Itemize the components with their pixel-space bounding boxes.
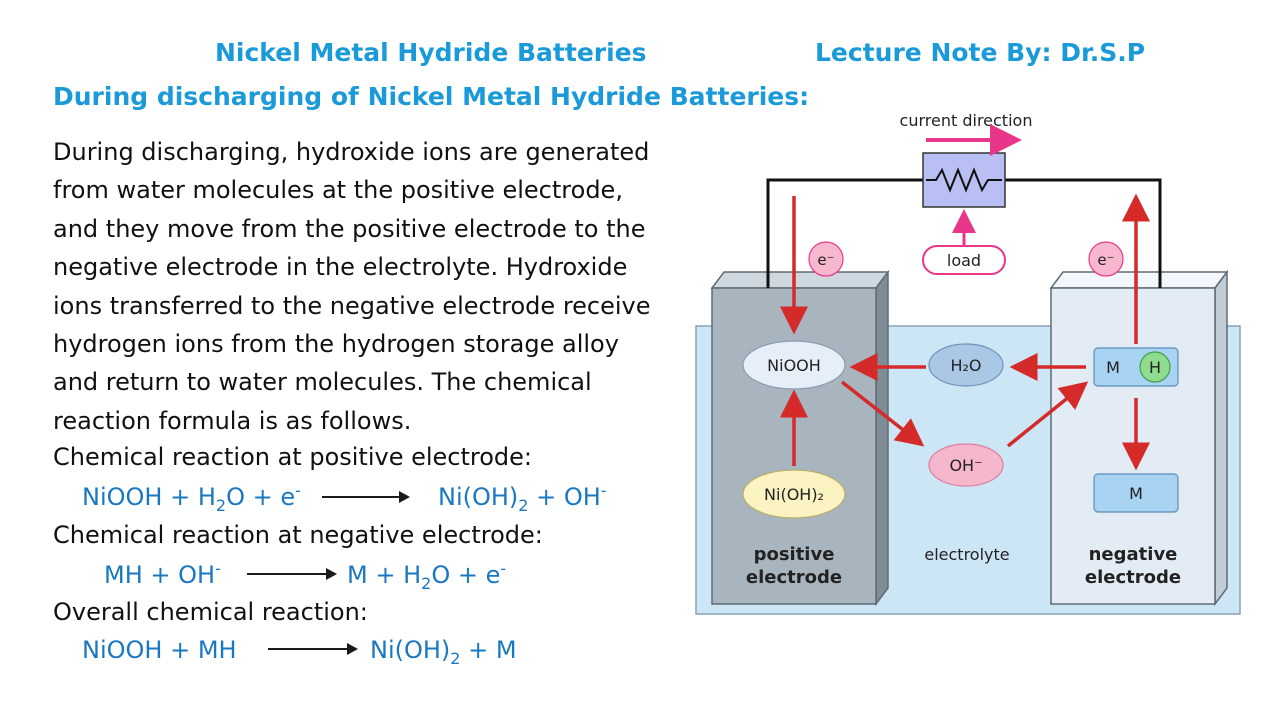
svg-text:M: M: [1106, 358, 1120, 377]
svg-text:e⁻: e⁻: [817, 251, 834, 269]
paragraph-line: and they move from the positive electrod…: [53, 214, 646, 243]
overall-reaction-label: Overall chemical reaction:: [53, 598, 368, 626]
negative-electrode-label: negative: [1089, 544, 1178, 565]
positive-reaction-label: Chemical reaction at positive electrode:: [53, 443, 533, 471]
overall-reaction-lhs: NiOOH + MH: [82, 636, 237, 664]
negative-electrode-label-2: electrode: [1085, 567, 1181, 588]
svg-text:OH⁻: OH⁻: [949, 456, 982, 475]
svg-text:H: H: [1149, 358, 1161, 377]
positive-reaction-lhs: NiOOH + H2O + e-: [82, 481, 301, 515]
nimh-discharge-diagram: current direction load e⁻ e⁻ NiOOH Ni(OH…: [695, 111, 1241, 615]
paragraph-line: and return to water molecules. The chemi…: [53, 368, 592, 397]
paragraph-line: During discharging, hydroxide ions are g…: [53, 138, 650, 166]
niooh-species: [742, 340, 846, 390]
author-credit: Lecture Note By: Dr.S.P: [815, 38, 1146, 67]
reaction-arrow: [247, 558, 339, 588]
oh-species: [928, 443, 1004, 487]
resistor-icon: [926, 167, 1002, 193]
positive-electrode-label-2: electrode: [746, 567, 842, 588]
positive-electrode-label: positive: [754, 544, 835, 565]
paragraph-line: hydrogen ions from the hydrogen storage …: [53, 330, 619, 359]
electrolyte-label: electrolyte: [924, 545, 1009, 564]
negative-reaction-lhs: MH + OH-: [104, 559, 221, 589]
h2o-species: [928, 343, 1004, 387]
paragraph-line: from water molecules at the positive ele…: [53, 176, 623, 205]
svg-text:M: M: [1129, 484, 1143, 503]
svg-text:Ni(OH)₂: Ni(OH)₂: [764, 485, 824, 504]
electron-badge-negative: [1088, 241, 1124, 277]
positive-reaction-rhs: Ni(OH)2 + OH-: [438, 481, 607, 515]
overall-reaction-rhs: Ni(OH)2 + M: [370, 636, 517, 668]
svg-text:NiOOH: NiOOH: [767, 356, 821, 375]
negative-reaction-label: Chemical reaction at negative electrode:: [53, 521, 543, 549]
external-circuit-wire: [766, 178, 923, 288]
metal-block: [1093, 473, 1179, 513]
svg-text:H₂O: H₂O: [950, 356, 981, 375]
electron-badge-positive: [808, 241, 844, 277]
section-subtitle: During discharging of Nickel Metal Hydri…: [53, 82, 810, 111]
explanation-paragraph: During discharging, hydroxide ions are g…: [53, 133, 713, 440]
arrow-oh-to-mh: [1006, 381, 1089, 448]
paragraph-line: negative electrode in the electrolyte. H…: [53, 253, 628, 282]
hydrogen-atom: [1139, 351, 1171, 383]
load-label: load: [947, 251, 981, 270]
page-title: Nickel Metal Hydride Batteries: [215, 38, 647, 67]
paragraph-line: ions transferred to the negative electro…: [53, 291, 651, 320]
nioh2-species: [742, 469, 846, 519]
reaction-arrow: [322, 481, 412, 511]
paragraph-line: reaction formula is as follows.: [53, 406, 412, 435]
arrow-niooh-to-oh: [840, 380, 925, 447]
negative-reaction-rhs: M + H2O + e-: [347, 559, 507, 593]
reaction-arrow: [268, 633, 360, 663]
svg-text:e⁻: e⁻: [1097, 251, 1114, 269]
current-direction-label: current direction: [900, 111, 1033, 130]
